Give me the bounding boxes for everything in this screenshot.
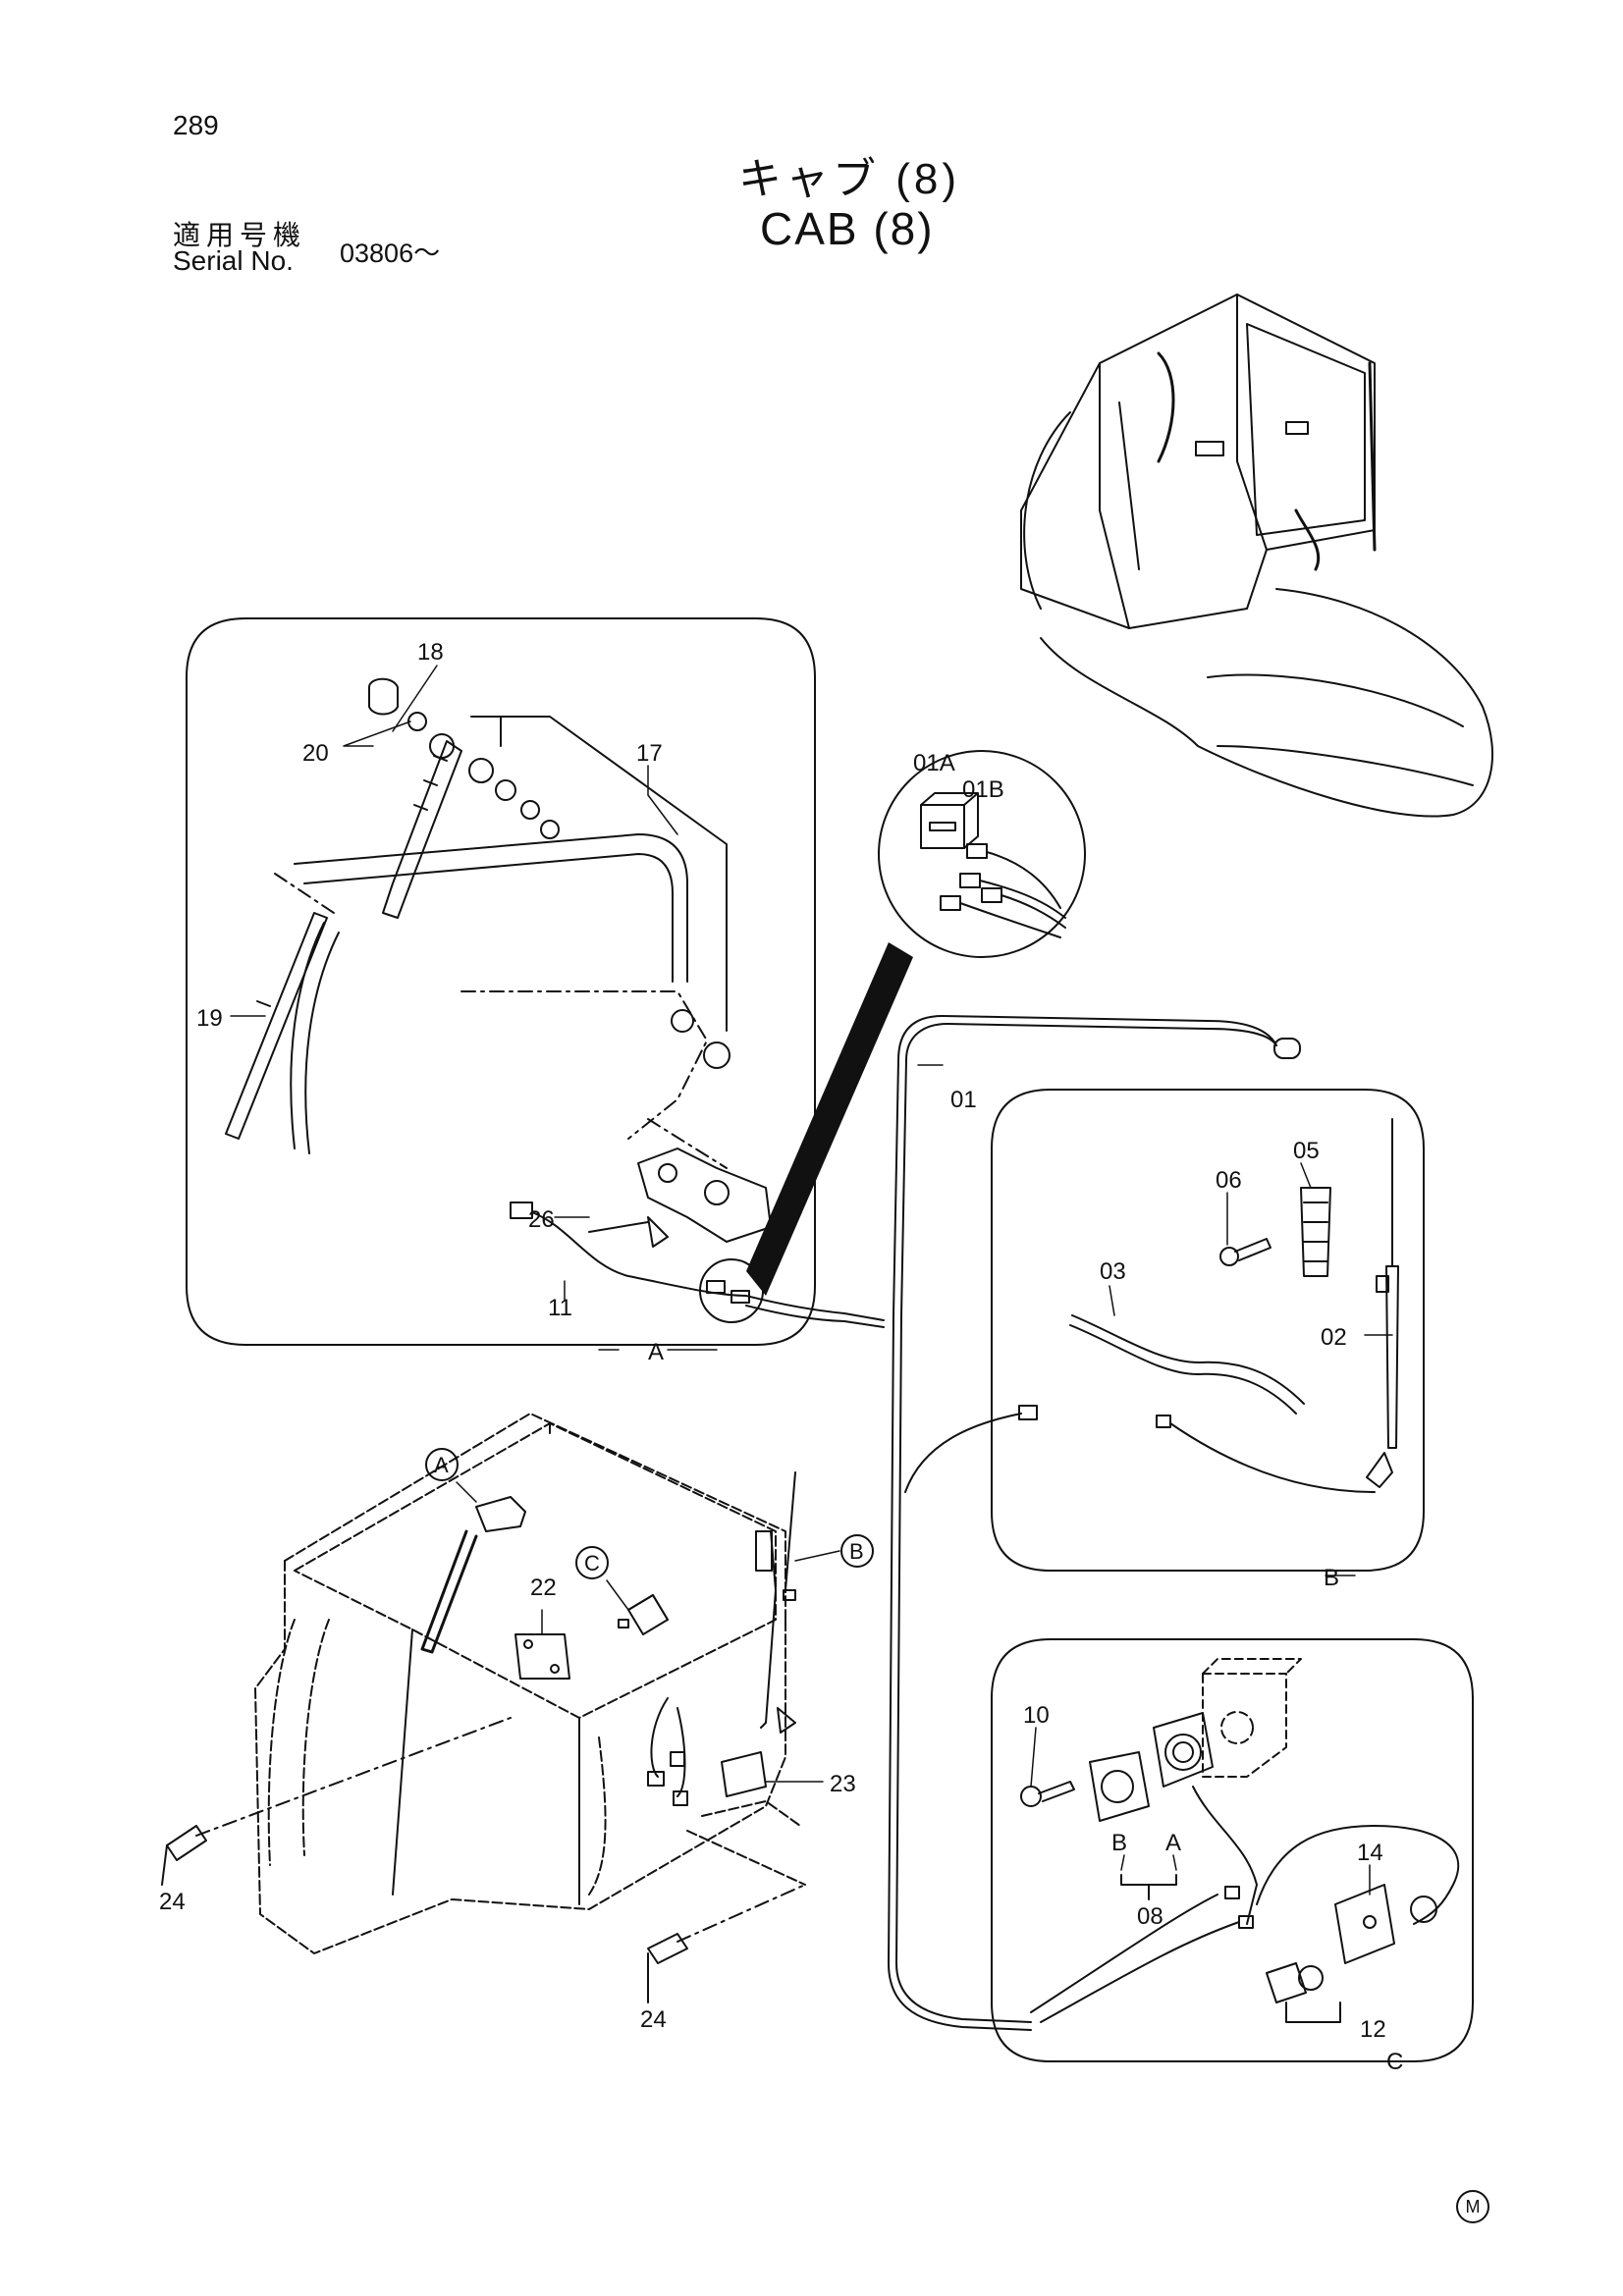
callout-12: 12 (1360, 2016, 1386, 2043)
svg-text:C: C (584, 1551, 600, 1575)
callout-03: 03 (1100, 1258, 1126, 1285)
view-marker-b: B (840, 1534, 874, 1568)
detail-panel-c (991, 1638, 1474, 2062)
callout-17: 17 (636, 740, 663, 767)
callout-10: 10 (1023, 1702, 1050, 1729)
callout-labels: 18 20 17 19 26 11 A 01A 01B 01 03 05 06 … (159, 639, 1403, 2075)
callout-18: 18 (417, 639, 444, 666)
callout-01a: 01A (913, 750, 955, 776)
callout-06: 06 (1216, 1167, 1242, 1194)
view-markers: A C B (425, 1448, 874, 1579)
callout-01: 01 (950, 1087, 977, 1113)
callout-leaders (230, 665, 1393, 2062)
page-title: CAB (8) (760, 203, 935, 254)
callout-05: 05 (1293, 1138, 1320, 1164)
callout-24-bottom: 24 (640, 2006, 667, 2033)
callout-24-left: 24 (159, 1889, 186, 1915)
connector-detail (878, 750, 1086, 958)
page-title-japanese: キャブ (8) (738, 155, 960, 203)
callout-sub-b: B (1111, 1830, 1127, 1856)
cab-assembly (161, 1413, 806, 2003)
callout-08: 08 (1137, 1903, 1163, 1930)
view-label-a: A (648, 1339, 664, 1365)
callout-22: 22 (530, 1575, 557, 1601)
serial-value: 03806～ (340, 239, 441, 268)
callout-19: 19 (196, 1005, 223, 1032)
callout-23: 23 (830, 1771, 856, 1797)
serial-label-japanese: 適用号機 (173, 220, 307, 250)
manufacturer-mark: M (1456, 2190, 1489, 2223)
harness-01 (745, 1015, 1301, 2031)
callout-01b: 01B (962, 776, 1004, 803)
callout-26: 26 (528, 1206, 555, 1233)
callout-sub-a: A (1165, 1830, 1181, 1856)
view-label-c: C (1386, 2049, 1403, 2075)
view-marker-a: A (425, 1448, 459, 1481)
page-number: 289 (173, 110, 219, 140)
excavator-overview (1020, 294, 1493, 818)
serial-label: Serial No. (173, 245, 294, 276)
callout-11: 11 (548, 1295, 572, 1321)
svg-text:A: A (434, 1453, 449, 1477)
callout-20: 20 (302, 740, 329, 767)
detail-panel-a (186, 617, 913, 1346)
detail-panel-b (991, 1089, 1425, 1572)
svg-text:B: B (849, 1539, 864, 1564)
callout-02: 02 (1321, 1324, 1347, 1351)
callout-14: 14 (1357, 1840, 1383, 1866)
view-label-b: B (1324, 1565, 1339, 1591)
view-marker-c: C (575, 1546, 609, 1579)
